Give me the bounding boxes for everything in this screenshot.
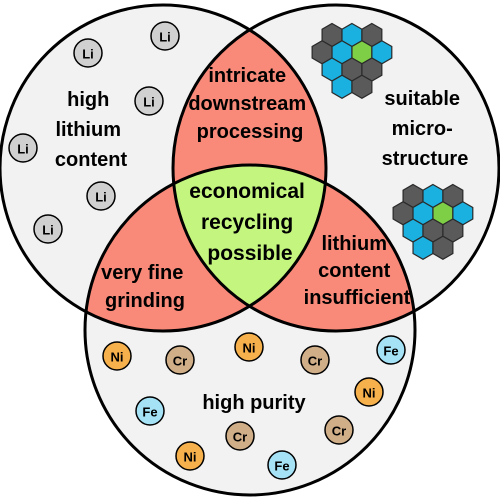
atom-ni: Ni bbox=[175, 441, 205, 471]
atom-li: Li bbox=[8, 133, 38, 163]
microstructure-icon bbox=[311, 22, 393, 99]
center-overlap-label: economical recycling possible bbox=[189, 180, 310, 265]
atom-symbol: Cr bbox=[308, 354, 322, 369]
atom-symbol: Fe bbox=[274, 459, 289, 474]
atom-symbol: Cr bbox=[332, 424, 346, 439]
atom-symbol: Li bbox=[95, 190, 107, 205]
atom-cr: Cr bbox=[300, 345, 330, 375]
atom-symbol: Li bbox=[159, 30, 171, 45]
atom-fe: Fe bbox=[376, 335, 406, 365]
atom-ni: Ni bbox=[102, 341, 132, 371]
hexagon-cell bbox=[351, 74, 373, 99]
microstructure-icon bbox=[392, 183, 474, 260]
atom-ni: Ni bbox=[354, 377, 384, 407]
atom-cr: Cr bbox=[225, 421, 255, 451]
atom-cr: Cr bbox=[324, 415, 354, 445]
left-right-overlap-label: intricate downstream processing bbox=[188, 65, 311, 143]
atom-li: Li bbox=[134, 86, 164, 116]
left-set-label: high lithium content bbox=[55, 89, 128, 171]
right-bottom-overlap-label: lithium content insufficient bbox=[304, 233, 411, 309]
bottom-set-label: high purity bbox=[202, 392, 306, 414]
bottom-set-outline bbox=[83, 163, 417, 497]
atom-symbol: Ni bbox=[111, 350, 124, 365]
right-set-label: suitable micro- structure bbox=[382, 88, 469, 170]
hexagon-cell bbox=[432, 235, 454, 260]
atom-symbol: Li bbox=[143, 95, 155, 110]
hexagon-cell bbox=[412, 235, 434, 260]
left-bottom-overlap-label: very fine grinding bbox=[101, 262, 189, 312]
atom-li: Li bbox=[33, 214, 63, 244]
atom-symbol: Cr bbox=[173, 354, 187, 369]
atom-fe: Fe bbox=[267, 450, 297, 480]
atom-symbol: Li bbox=[17, 142, 29, 157]
atom-symbol: Li bbox=[82, 47, 94, 62]
atom-symbol: Fe bbox=[142, 405, 157, 420]
atom-fe: Fe bbox=[135, 396, 165, 426]
atom-cr: Cr bbox=[165, 345, 195, 375]
atom-symbol: Ni bbox=[363, 386, 376, 401]
atom-symbol: Li bbox=[42, 223, 54, 238]
atom-symbol: Cr bbox=[233, 430, 247, 445]
atom-symbol: Ni bbox=[184, 450, 197, 465]
atom-symbol: Ni bbox=[243, 341, 256, 356]
atom-li: Li bbox=[150, 21, 180, 51]
hexagon-cell bbox=[331, 74, 353, 99]
left-set-outline bbox=[0, 3, 328, 333]
atom-symbol: Fe bbox=[383, 344, 398, 359]
right-set-outline bbox=[171, 3, 500, 333]
atom-li: Li bbox=[73, 38, 103, 68]
atom-ni: Ni bbox=[234, 332, 264, 362]
atom-li: Li bbox=[86, 181, 116, 211]
